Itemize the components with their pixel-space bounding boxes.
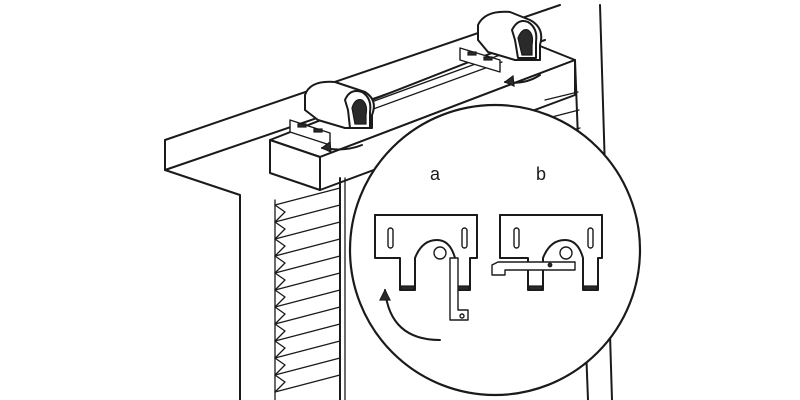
detail-label-a: a: [430, 164, 441, 184]
tilt-cord: [339, 177, 346, 400]
curved-arrow-icon: [503, 74, 541, 87]
detail-label-b: b: [536, 164, 546, 184]
curved-arrow-icon: [379, 288, 441, 341]
detail-magnifier-circle: [348, 103, 642, 397]
curved-arrow-icon: [320, 140, 363, 153]
bracket-detail-a: [374, 214, 478, 321]
bracket-detail-b: [491, 214, 603, 291]
left-bracket: [289, 80, 375, 146]
right-bracket: [459, 10, 543, 73]
